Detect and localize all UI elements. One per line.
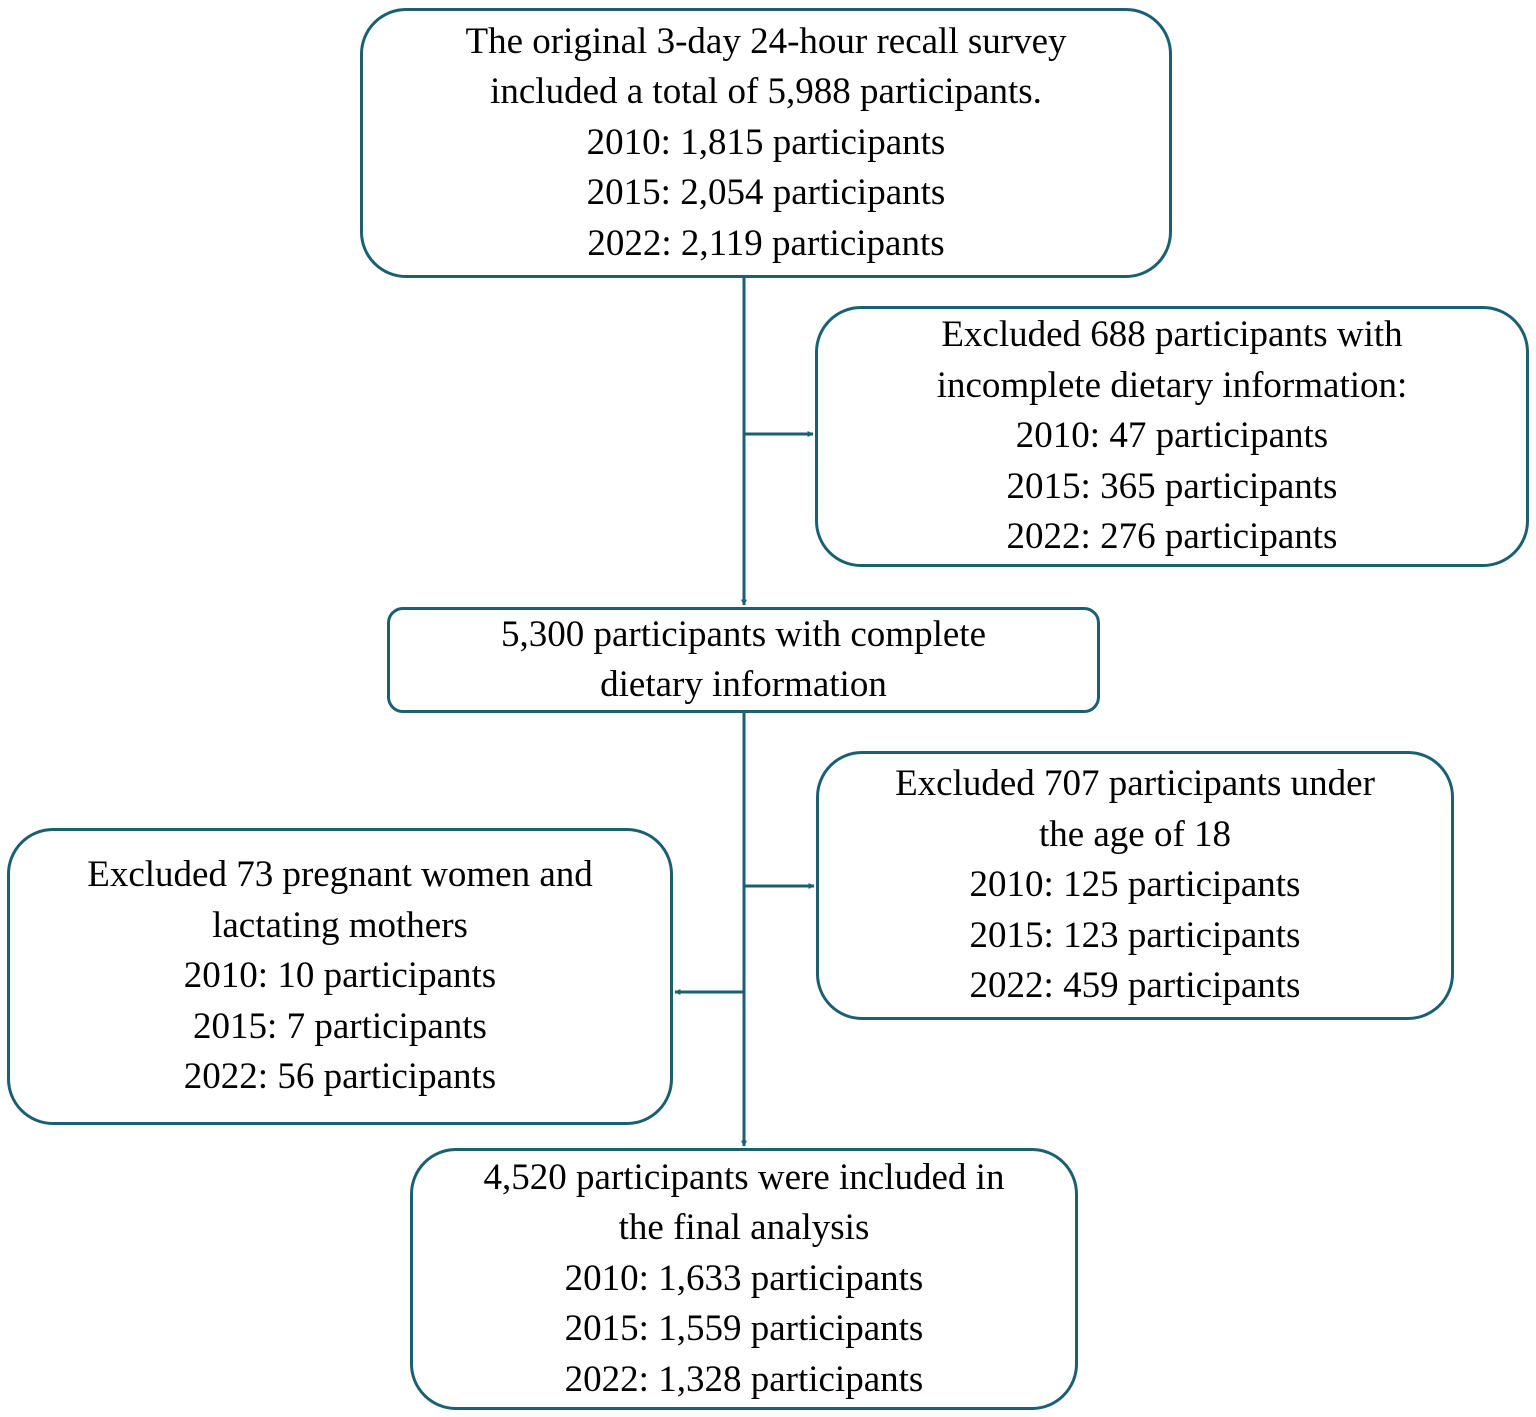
box-text-line: included a total of 5,988 participants.	[490, 71, 1042, 113]
box-text-line: 2022: 56 participants	[183, 1056, 497, 1098]
box-text-line: the age of 18	[1038, 813, 1232, 855]
box-text-line: 2022: 459 participants	[969, 965, 1301, 1007]
box-text-line: 2022: 2,119 participants	[587, 222, 945, 264]
box-text-line: 2015: 1,559 participants	[564, 1308, 924, 1350]
excluded-incomplete-box: Excluded 688 participants with incomplet…	[815, 306, 1529, 567]
box-text-line: the final analysis	[618, 1207, 870, 1249]
box-text-line: dietary information	[600, 664, 887, 705]
box-text-line: lactating mothers	[212, 904, 468, 946]
box-text-line: Excluded 688 participants with	[941, 314, 1403, 356]
box-text-line: 2015: 365 participants	[1006, 465, 1338, 507]
box-text-line: 5,300 participants with complete	[501, 613, 986, 655]
original-survey-box: The original 3-day 24-hour recall survey…	[360, 8, 1172, 278]
final-analysis-box: 4,520 participants were included in the …	[410, 1148, 1078, 1410]
box-text-line: 2010: 47 participants	[1015, 415, 1329, 457]
box-text-line: 2015: 123 participants	[969, 914, 1301, 956]
box-text-line: 4,520 participants were included in	[483, 1156, 1005, 1198]
box-text-line: 2010: 125 participants	[969, 864, 1301, 906]
box-text-line: Excluded 707 participants under	[895, 763, 1375, 805]
box-text-line: Excluded 73 pregnant women and	[87, 854, 593, 896]
box-text-line: incomplete dietary information:	[936, 364, 1408, 406]
excluded-pregnant-box: Excluded 73 pregnant women and lactating…	[7, 828, 673, 1125]
box-text-line: 2010: 1,633 participants	[564, 1257, 924, 1299]
complete-dietary-box: 5,300 participants with complete dietary…	[387, 607, 1100, 713]
box-text-line: 2010: 1,815 participants	[586, 121, 946, 163]
box-text-line: 2015: 7 participants	[193, 1005, 487, 1047]
box-text-line: 2010: 10 participants	[183, 955, 497, 997]
box-text-line: 2015: 2,054 participants	[586, 172, 946, 214]
box-text-line: 2022: 1,328 participants	[564, 1358, 924, 1400]
excluded-age-box: Excluded 707 participants under the age …	[816, 751, 1454, 1020]
box-text-line: The original 3-day 24-hour recall survey	[465, 20, 1067, 62]
box-text-line: 2022: 276 participants	[1006, 516, 1338, 558]
